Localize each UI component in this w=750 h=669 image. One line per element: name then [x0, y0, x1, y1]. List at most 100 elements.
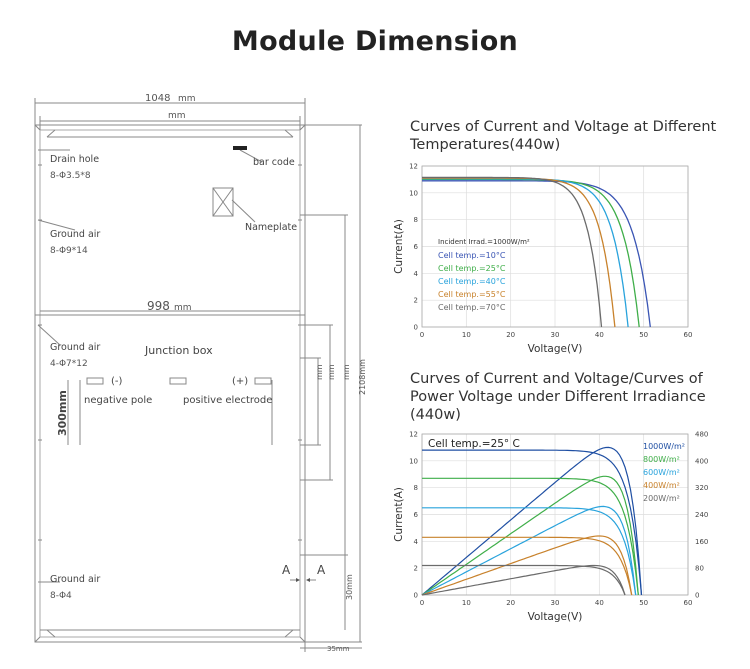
y2-tick-label: 0: [695, 592, 699, 600]
section-a-left: A: [282, 563, 291, 577]
dim-35: 35mm: [327, 645, 350, 653]
y2-tick-label: 80: [695, 565, 704, 573]
y2-tick-label: 400: [695, 457, 708, 465]
nameplate-box: [212, 187, 234, 217]
y2-tick-label: 480: [695, 431, 708, 439]
iv-curve-2: [422, 477, 639, 596]
module-outer-frame: [34, 124, 306, 643]
iv-curve-3: [422, 507, 637, 596]
iv-curve-4: [422, 536, 633, 596]
y-tick-label: 10: [409, 189, 418, 197]
legend-entry: Cell temp.=10°C: [438, 251, 506, 260]
svg-text:mm: mm: [342, 364, 351, 380]
y-tick-label: 6: [414, 511, 419, 519]
junction-box-body: [169, 377, 187, 385]
ground-air-3-spec: 8-Φ4: [50, 591, 72, 601]
y-axis-label: Current(A): [393, 487, 405, 542]
chart1-annotation: Incident Irrad.=1000W/m²: [438, 238, 530, 246]
ground-air-2-spec: 4-Φ7*12: [50, 359, 88, 369]
plot-area: [421, 165, 689, 328]
y-tick-label: 0: [414, 324, 418, 332]
svg-text:mm: mm: [174, 303, 192, 313]
series-line-1: [422, 180, 651, 328]
iv-curve-1: [422, 449, 643, 596]
y2-tick-label: 320: [695, 484, 708, 492]
x-tick-label: 0: [420, 331, 424, 339]
bar-code-label: bar code: [253, 157, 295, 168]
x-tick-label: 50: [639, 599, 648, 607]
drain-hole-label: Drain hole: [50, 154, 99, 165]
dim-30: 30mm: [345, 574, 354, 600]
y-tick-label: 2: [414, 297, 418, 305]
chart2-annotation: Cell temp.=25° C: [428, 438, 520, 450]
iv-curve-5: [422, 564, 626, 596]
legend-entry: Cell temp.=55°C: [438, 290, 506, 299]
page-title: Module Dimension: [231, 26, 519, 57]
x-axis-label: Voltage(V): [528, 343, 583, 355]
pv-curve-5: [421, 564, 626, 596]
y2-tick-label: 240: [695, 511, 708, 519]
cable-length-label: 300mm: [56, 390, 69, 436]
dim-2108: 2108mm: [358, 359, 367, 395]
pv-curve-3: [421, 505, 637, 596]
y-tick-label: 2: [414, 565, 418, 573]
negative-symbol: (-): [111, 376, 123, 387]
x-tick-label: 10: [462, 331, 471, 339]
y-tick-label: 8: [414, 216, 418, 224]
y2-tick-label: 160: [695, 538, 708, 546]
legend-entry: 600W/m²: [643, 468, 680, 477]
svg-text:mm: mm: [327, 364, 336, 380]
dim-998: 998: [147, 299, 170, 313]
chart1-title: Curves of Current and Voltage at Differe…: [410, 119, 717, 153]
ground-air-3-label: Ground air: [50, 574, 100, 585]
module-inner-frame: [39, 129, 301, 638]
chart-grid: [421, 165, 689, 328]
x-tick-label: 60: [684, 599, 693, 607]
negative-connector: [86, 377, 104, 385]
x-tick-label: 30: [551, 331, 560, 339]
y-axis-label: Current(A): [393, 219, 405, 274]
ground-air-2-label: Ground air: [50, 342, 100, 353]
positive-electrode-label: positive electrode: [183, 395, 272, 406]
pv-curve-2: [421, 475, 639, 596]
legend-entry: 800W/m²: [643, 455, 680, 464]
y-tick-label: 4: [414, 270, 419, 278]
ground-air-1-spec: 8-Φ9*14: [50, 246, 88, 256]
positive-connector: [254, 377, 272, 385]
ground-air-1-label: Ground air: [50, 229, 100, 240]
svg-text:mm: mm: [178, 94, 196, 104]
dim-1048: 1048: [145, 93, 170, 104]
legend-entry: 400W/m²: [643, 481, 680, 490]
svg-text:mm: mm: [168, 111, 186, 121]
pv-curve-4: [421, 535, 633, 596]
x-tick-label: 20: [506, 599, 515, 607]
x-tick-label: 30: [551, 599, 560, 607]
chart2-title: Curves of Current and Voltage/Curves of …: [410, 371, 706, 423]
junction-box-label: Junction box: [144, 344, 213, 357]
x-axis-label: Voltage(V): [528, 611, 583, 623]
positive-symbol: (+): [232, 376, 248, 387]
series-line-5: [422, 176, 603, 328]
y-tick-label: 10: [409, 457, 418, 465]
plot-area: [421, 433, 689, 596]
drain-hole-spec: 8-Φ3.5*8: [50, 171, 91, 181]
x-tick-label: 0: [420, 599, 424, 607]
x-tick-label: 40: [595, 331, 604, 339]
legend-entry: Cell temp.=40°C: [438, 277, 506, 286]
y-tick-label: 6: [414, 243, 419, 251]
nameplate-label: Nameplate: [245, 222, 297, 233]
x-tick-label: 20: [506, 331, 515, 339]
negative-pole-label: negative pole: [84, 395, 152, 406]
y-tick-label: 8: [414, 484, 418, 492]
legend-entry: 200W/m²: [643, 494, 680, 503]
y-tick-label: 12: [409, 431, 418, 439]
bar-code-mark: [233, 146, 247, 150]
y-tick-label: 12: [409, 163, 418, 171]
x-tick-label: 10: [462, 599, 471, 607]
legend-entry: 1000W/m²: [643, 442, 685, 451]
x-tick-label: 40: [595, 599, 604, 607]
y-tick-label: 4: [414, 538, 419, 546]
